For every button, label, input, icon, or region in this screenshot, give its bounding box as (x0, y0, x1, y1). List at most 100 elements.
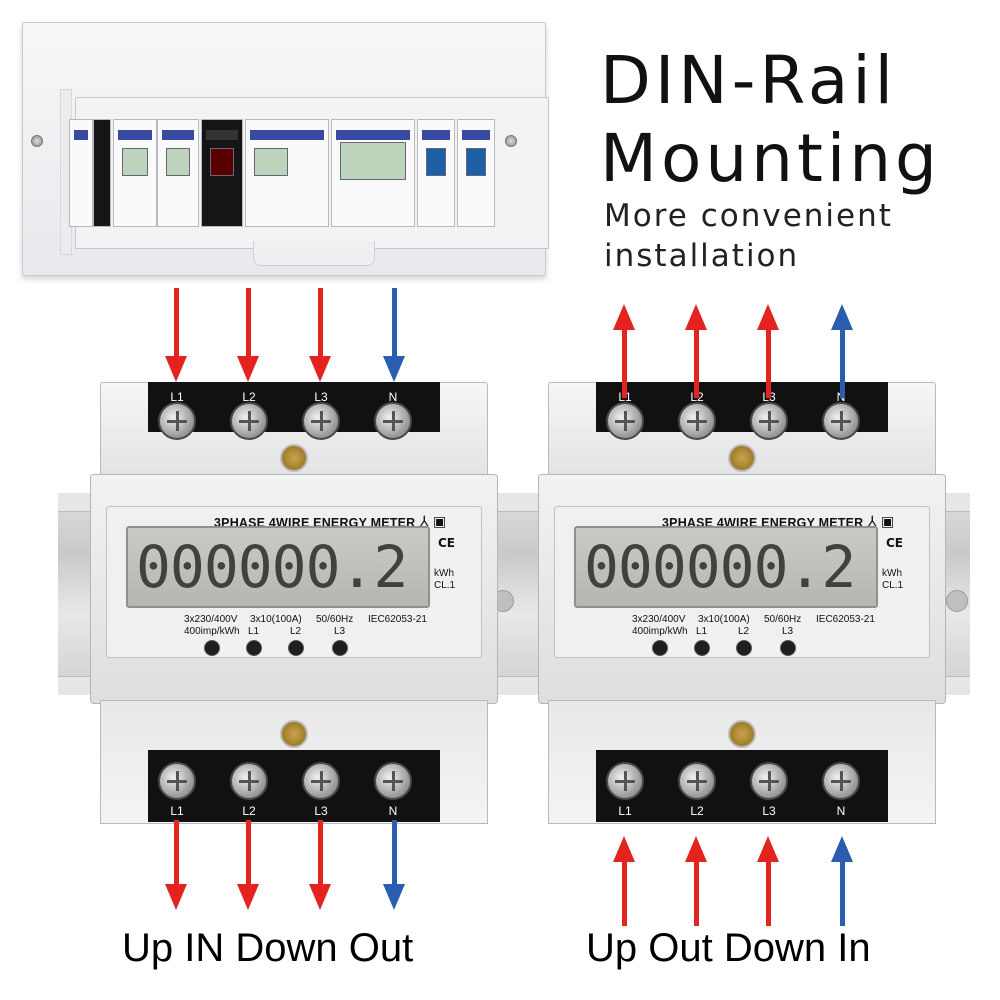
arrow-out-icon (309, 820, 331, 926)
subtitle-line-2: installation (604, 238, 800, 274)
led-label: L1 (248, 626, 260, 637)
meter-module (201, 119, 243, 227)
spec-frequency: 50/60Hz (764, 614, 802, 625)
breaker-module (69, 119, 93, 227)
screw-icon (302, 402, 340, 440)
headline-line-1: DIN-Rail (600, 42, 897, 119)
seal-hole (280, 444, 308, 472)
arrow-out-icon (383, 820, 405, 926)
arrow-in-icon (237, 288, 259, 398)
terminal-label: L1 (618, 804, 632, 818)
terminal-label: N (836, 804, 846, 818)
energy-meter-left: L1 L2 L3 N 3PHASE 4WIRE ENERGY METER ⅄ ▣… (90, 382, 510, 832)
spec-current: 3x10(100A) (698, 614, 750, 625)
meter-module (245, 119, 329, 227)
headline-title: DIN-Rail Mounting (600, 42, 941, 198)
terminal-label: L2 (242, 804, 256, 818)
energy-meter-right: L1 L2 L3 N 3PHASE 4WIRE ENERGY METER ⅄ ▣… (538, 382, 958, 832)
spec-frequency: 50/60Hz (316, 614, 354, 625)
terminal-label: N (388, 390, 398, 404)
arrow-in-icon (685, 820, 707, 926)
terminal-label: L1 (170, 390, 184, 404)
box-cover-notch (253, 241, 375, 266)
terminal-label: L2 (242, 390, 256, 404)
meter-module (331, 119, 415, 227)
led-label: L3 (782, 626, 794, 637)
arrow-out-icon (685, 288, 707, 398)
meter-module (113, 119, 157, 227)
screw-icon (158, 762, 196, 800)
terminal-label: L2 (690, 804, 704, 818)
led-label: L1 (696, 626, 708, 637)
terminal-label: N (388, 804, 398, 818)
led-label: L2 (738, 626, 750, 637)
terminal-label: L3 (314, 804, 328, 818)
unit-label: kWh (434, 568, 454, 579)
spec-standard: IEC62053-21 (816, 614, 875, 625)
pulse-led-icon (652, 640, 668, 656)
seal-hole (280, 720, 308, 748)
pulse-rate: 400imp/kWh (632, 626, 688, 637)
arrow-out-icon (165, 820, 187, 926)
terminal-label: L1 (170, 804, 184, 818)
spec-voltage: 3x230/400V (184, 614, 238, 625)
screw-icon (158, 402, 196, 440)
spec-standard: IEC62053-21 (368, 614, 427, 625)
accuracy-class: CL.1 (882, 580, 904, 591)
meter-module (457, 119, 495, 227)
screw-icon (230, 762, 268, 800)
l3-led-icon (780, 640, 796, 656)
screw-icon (750, 402, 788, 440)
l1-led-icon (694, 640, 710, 656)
screw-icon (822, 762, 860, 800)
pulse-rate: 400imp/kWh (184, 626, 240, 637)
accuracy-class: CL.1 (434, 580, 456, 591)
arrow-in-icon (165, 288, 187, 398)
arrow-out-icon (831, 288, 853, 398)
screw-icon (678, 762, 716, 800)
pulse-led-icon (204, 640, 220, 656)
caption-right: Up Out Down In (586, 926, 871, 970)
arrow-in-icon (831, 820, 853, 926)
spec-current: 3x10(100A) (250, 614, 302, 625)
rail-slot (946, 590, 968, 612)
screw-icon (374, 402, 412, 440)
meter-module (157, 119, 199, 227)
screw-icon (606, 762, 644, 800)
arrow-out-icon (613, 288, 635, 398)
l3-led-icon (332, 640, 348, 656)
l2-led-icon (736, 640, 752, 656)
seal-hole (728, 444, 756, 472)
spec-voltage: 3x230/400V (632, 614, 686, 625)
distribution-box-photo (22, 22, 549, 276)
terminal-label: L3 (314, 390, 328, 404)
meter-module (417, 119, 455, 227)
arrow-in-icon (757, 820, 779, 926)
arrow-out-icon (237, 820, 259, 926)
screw-icon (230, 402, 268, 440)
arrow-in-icon (309, 288, 331, 398)
breaker-module (93, 119, 111, 227)
subtitle-line-1: More convenient (604, 198, 893, 234)
led-label: L3 (334, 626, 346, 637)
arrow-out-icon (757, 288, 779, 398)
arrow-in-icon (383, 288, 405, 398)
screw-icon (822, 402, 860, 440)
l2-led-icon (288, 640, 304, 656)
screw-icon (374, 762, 412, 800)
arrow-in-icon (613, 820, 635, 926)
screw-icon (750, 762, 788, 800)
headline-subtitle: More convenient installation (604, 196, 893, 276)
led-label: L2 (290, 626, 302, 637)
screw-icon (505, 135, 517, 147)
caption-left: Up IN Down Out (122, 926, 414, 970)
terminal-label: L3 (762, 804, 776, 818)
unit-label: kWh (882, 568, 902, 579)
screw-icon (678, 402, 716, 440)
headline-line-2: Mounting (600, 120, 941, 197)
ce-mark: CE (438, 536, 456, 550)
lcd-display: 000000.2 (574, 526, 878, 608)
energy-reading: 000000.2 (136, 533, 408, 601)
energy-reading: 000000.2 (584, 533, 856, 601)
l1-led-icon (246, 640, 262, 656)
